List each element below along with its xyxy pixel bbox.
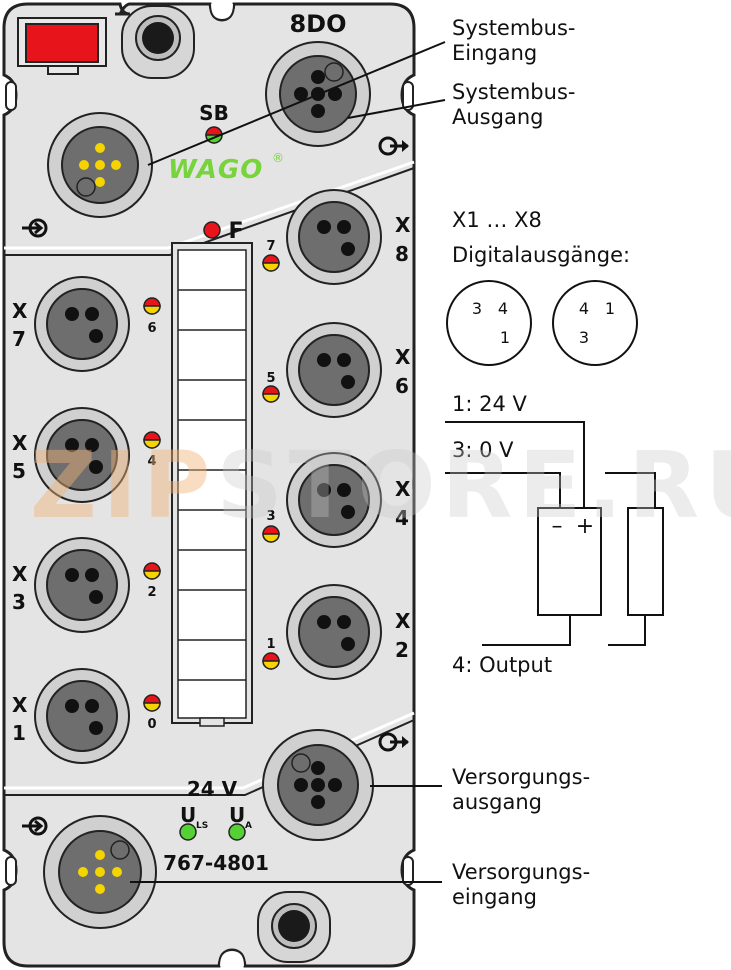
output-arrow-icon-bottom	[378, 732, 409, 752]
port-x2-letter: X	[395, 609, 411, 633]
voltage-label: 24 V	[187, 777, 238, 801]
led-num-6: 6	[147, 321, 156, 336]
watermark: ZIPSTORE.RU	[30, 432, 731, 539]
led-num-0: 0	[147, 717, 156, 732]
brand-logo: WAGO	[168, 155, 263, 185]
port-x8-socket	[286, 189, 382, 285]
legend-title: Digitalausgänge:	[452, 243, 631, 267]
red-latch	[17, 17, 107, 75]
wiring-schematic	[445, 421, 664, 646]
status-led-2	[143, 562, 161, 580]
port-x7-num: 7	[12, 327, 26, 351]
ua-sub: A	[245, 821, 252, 831]
f-label: F	[228, 219, 243, 244]
ua-led	[228, 823, 246, 841]
module-title: 8DO	[289, 10, 346, 38]
led-num-4: 4	[147, 454, 156, 469]
port-x4-letter: X	[395, 477, 411, 501]
svg-text:1: 1	[500, 328, 510, 347]
svg-text:3: 3	[472, 299, 482, 318]
port-x5-num: 5	[12, 459, 26, 483]
callout-systembus-output: Systembus-Ausgang	[452, 80, 576, 129]
port-x7-socket	[34, 276, 130, 372]
supply-output-connector	[262, 729, 374, 841]
legend-pin3: 3: 0 V	[452, 438, 514, 462]
status-led-5	[262, 385, 280, 403]
port-x7-letter: X	[12, 299, 28, 323]
input-arrow-icon-bottom	[22, 816, 48, 836]
status-led-6	[143, 297, 161, 315]
port-x3-socket	[34, 537, 130, 633]
port-x3-num: 3	[12, 590, 26, 614]
port-x6-socket	[286, 322, 382, 418]
port-x4-num: 4	[395, 506, 409, 530]
port-x1-letter: X	[12, 693, 28, 717]
pinout-right: 4 1 3	[552, 280, 638, 366]
load-minus: –	[552, 514, 563, 539]
uls-sub: LS	[196, 821, 208, 831]
uls-led	[179, 823, 197, 841]
sb-label: SB	[199, 101, 229, 125]
port-x3-letter: X	[12, 562, 28, 586]
pinout-left: 3 4 1	[446, 280, 532, 366]
port-x8-letter: X	[395, 213, 411, 237]
status-led-1	[262, 652, 280, 670]
legend-range: X1 … X8	[452, 208, 542, 232]
status-led-7	[262, 254, 280, 272]
legend-pin1: 1: 24 V	[452, 392, 527, 416]
mounting-screw-bottom	[257, 891, 331, 963]
callout-supply-output: Versorgungs-ausgang	[452, 765, 591, 814]
systembus-input-connector	[47, 112, 153, 218]
legend-pin4: 4: Output	[452, 653, 553, 677]
port-x5-letter: X	[12, 431, 28, 455]
marking-strip	[171, 242, 253, 727]
port-x1-socket	[34, 668, 130, 764]
port-x6-num: 6	[395, 374, 409, 398]
uls-label: U	[180, 803, 196, 827]
svg-text:1: 1	[605, 299, 615, 318]
input-arrow-icon-top	[22, 218, 48, 238]
mounting-screw-top	[121, 5, 195, 79]
led-num-1: 1	[266, 637, 275, 652]
svg-text:4: 4	[579, 299, 589, 318]
led-num-2: 2	[147, 585, 156, 600]
port-x2-socket	[286, 584, 382, 680]
status-led-0	[143, 694, 161, 712]
callout-supply-input: Versorgungs-eingang	[452, 860, 591, 909]
load-plus: +	[576, 514, 594, 539]
port-x6-letter: X	[395, 345, 411, 369]
error-led	[203, 221, 221, 239]
mounting-slots	[5, 3, 414, 967]
port-x8-num: 8	[395, 242, 409, 266]
brand-registered: ®	[272, 151, 284, 165]
supply-input-connector	[43, 815, 157, 929]
led-num-3: 3	[266, 509, 275, 524]
svg-text:3: 3	[579, 328, 589, 347]
output-arrow-icon-top	[378, 136, 409, 156]
led-num-7: 7	[266, 239, 275, 254]
part-number: 767-4801	[163, 851, 269, 875]
callout-lines	[130, 41, 446, 883]
port-x2-num: 2	[395, 638, 409, 662]
svg-text:4: 4	[498, 299, 508, 318]
led-num-5: 5	[266, 371, 275, 386]
port-x1-num: 1	[12, 721, 26, 745]
ua-label: U	[229, 803, 245, 827]
callout-systembus-input: Systembus-Eingang	[452, 16, 576, 65]
